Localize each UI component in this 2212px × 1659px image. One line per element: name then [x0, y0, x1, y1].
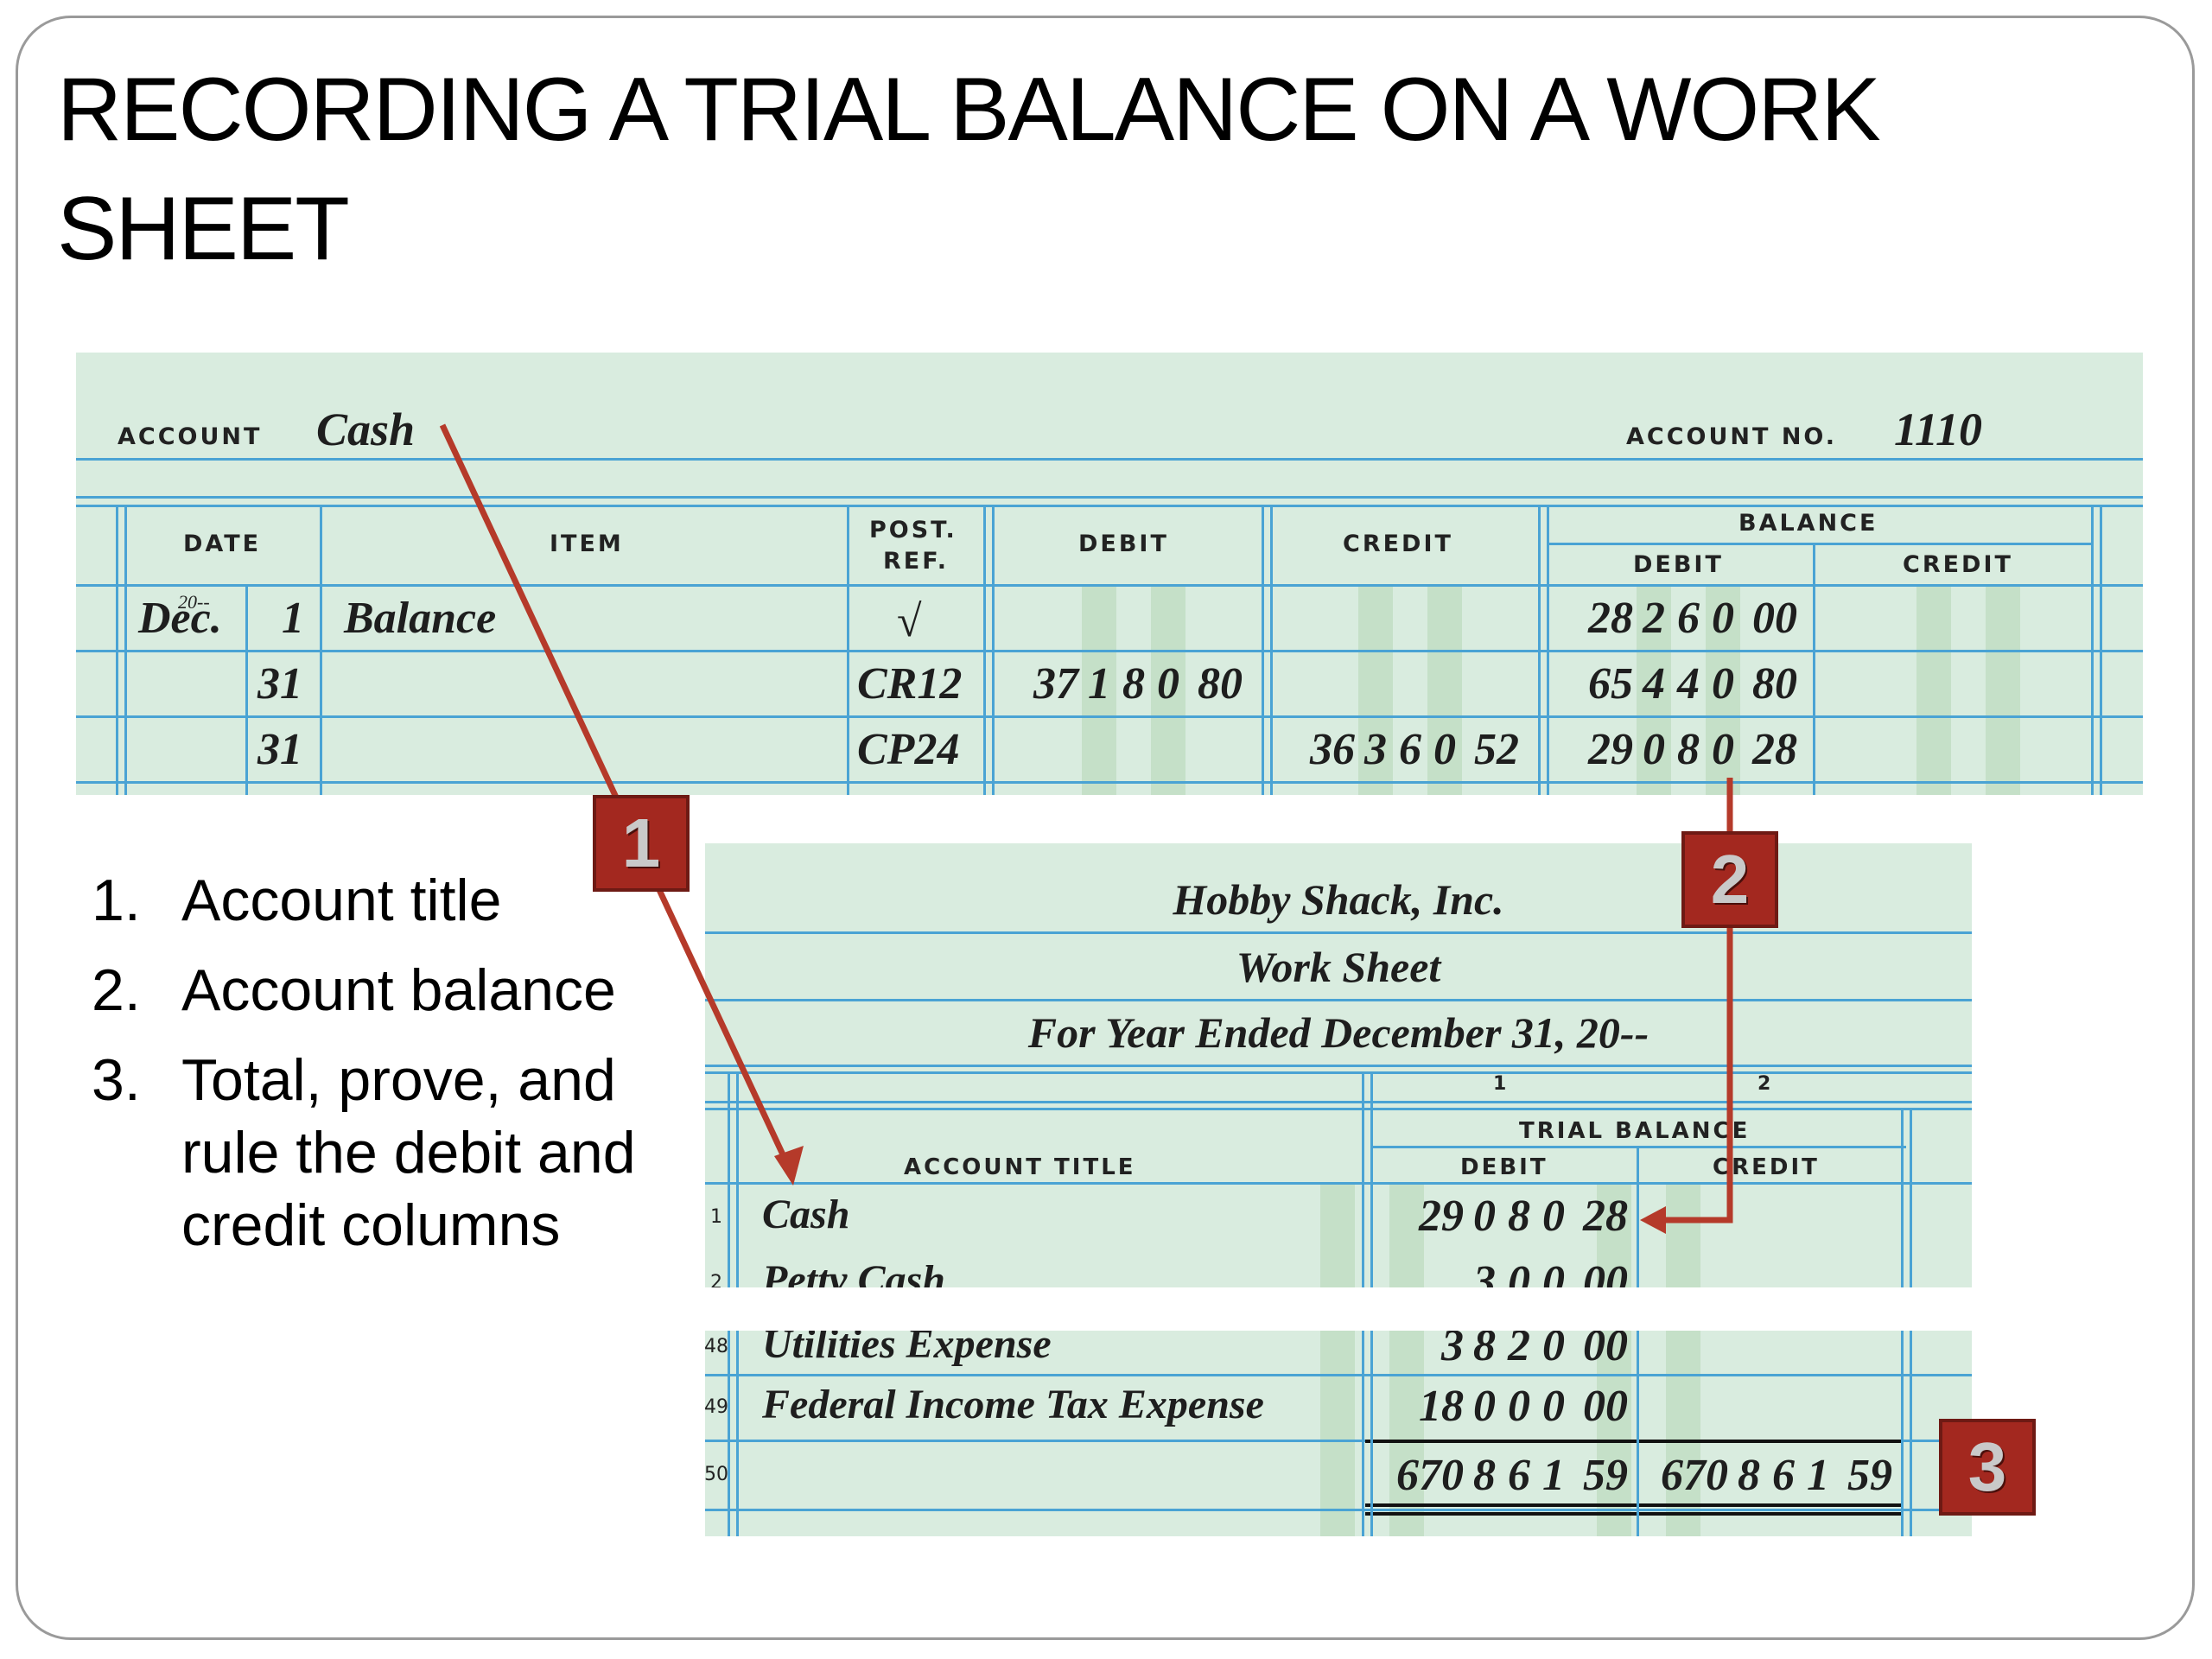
callout-badge-2: 2 — [1681, 831, 1778, 928]
step-item: 3.Total, prove, and rule the debit and c… — [92, 1047, 636, 1258]
ledger-row-1-balance-debit-digit: 6 — [1677, 594, 1700, 643]
trial-balance-credit-50-digit: 1 — [1807, 1451, 1829, 1500]
credit-header: CREDIT — [1343, 531, 1453, 557]
trial-balance-debit-48-digit: 2 — [1508, 1321, 1530, 1370]
row-1-month: Dec. — [138, 594, 222, 643]
trial-balance-debit-1-digit: 0 — [1473, 1192, 1496, 1241]
trial-balance-debit-1-digit: 8 — [1508, 1192, 1530, 1241]
ledger-row-3-credit-thousands: 36 — [1310, 725, 1355, 774]
trial-balance-header: TRIAL BALANCE — [1519, 1118, 1751, 1144]
line-number: 1 — [710, 1206, 722, 1228]
trial-balance-debit-50-cents: 59 — [1583, 1451, 1628, 1500]
post-ref-header: POST. — [869, 517, 957, 543]
trial-balance-credit-50-cents: 59 — [1847, 1451, 1892, 1500]
trial-balance-credit-50-digit: 8 — [1738, 1451, 1760, 1500]
post-ref-header-line2: REF. — [883, 548, 949, 575]
line-number: 50 — [705, 1464, 728, 1485]
trial-balance-credit-header: CREDIT — [1713, 1154, 1820, 1180]
row-1-day: 1 — [282, 594, 304, 643]
ledger-row-2-debit-thousands: 37 — [1033, 659, 1078, 709]
trial-balance-debit-48-thousands: 3 — [1441, 1321, 1464, 1370]
ledger-row-1-balance-debit-thousands: 28 — [1588, 594, 1633, 643]
trial-balance-debit-1-cents: 28 — [1583, 1192, 1628, 1241]
step-item: 2.Account balance — [92, 957, 616, 1023]
trial-balance-debit-50-digit: 1 — [1542, 1451, 1565, 1500]
ledger-row-2-debit-digit: 1 — [1088, 659, 1110, 709]
row-2-post-ref: CR12 — [857, 659, 963, 709]
item-header: ITEM — [550, 531, 624, 557]
account-number: 1110 — [1894, 404, 1983, 455]
worksheet-title: Work Sheet — [1236, 943, 1441, 991]
ledger-row-3-balance-debit-digit: 0 — [1643, 725, 1665, 774]
trial-balance-credit-50-thousands: 670 — [1661, 1451, 1728, 1500]
account-name: Cash — [316, 404, 416, 455]
trial-balance-debit-49-thousands: 18 — [1419, 1382, 1464, 1431]
line-number: 48 — [705, 1336, 728, 1357]
trial-balance-credit-50-digit: 6 — [1772, 1451, 1795, 1500]
row-1-item: Balance — [344, 594, 497, 643]
date-header: DATE — [183, 531, 262, 557]
ledger-row-2-balance-debit-thousands: 65 — [1588, 659, 1633, 709]
ledger-row-3-credit-digit: 3 — [1364, 725, 1387, 774]
row-account-title: Cash — [762, 1192, 850, 1237]
column-number-2: 2 — [1758, 1073, 1774, 1095]
trial-balance-debit-49-digit: 0 — [1508, 1382, 1530, 1431]
ledger-row-3-credit-cents: 52 — [1474, 725, 1519, 774]
trial-balance-debit-48-cents: 00 — [1583, 1321, 1628, 1370]
trial-balance-debit-header: DEBIT — [1460, 1154, 1548, 1180]
year-note: 20-- — [178, 591, 210, 613]
trial-balance-debit-1-thousands: 29 — [1419, 1192, 1464, 1241]
trial-balance-debit-50-digit: 8 — [1473, 1451, 1496, 1500]
work-sheet: Hobby Shack, Inc. Work Sheet For Year En… — [705, 843, 1972, 1536]
account-title-header: ACCOUNT TITLE — [904, 1154, 1136, 1180]
ledger-row-2-balance-debit-cents: 80 — [1752, 659, 1797, 709]
ledger-row-2-balance-debit-digit: 4 — [1677, 659, 1700, 709]
trial-balance-debit-48-digit: 8 — [1473, 1321, 1496, 1370]
row-account-title: Federal Income Tax Expense — [762, 1382, 1264, 1427]
ledger-row-2-debit-cents: 80 — [1198, 659, 1243, 709]
trial-balance-debit-48-digit: 0 — [1542, 1321, 1565, 1370]
debit-header: DEBIT — [1078, 531, 1169, 557]
ledger-row-2-balance-debit-digit: 4 — [1643, 659, 1665, 709]
ledger-row-2-debit-digit: 0 — [1157, 659, 1179, 709]
trial-balance-debit-1-digit: 0 — [1542, 1192, 1565, 1241]
callout-badge-3: 3 — [1939, 1419, 2036, 1516]
trial-balance-debit-49-digit: 0 — [1473, 1382, 1496, 1431]
trial-balance-debit-50-digit: 6 — [1508, 1451, 1530, 1500]
worksheet-period: For Year Ended December 31, 20-- — [1027, 1008, 1649, 1057]
ledger-row-1-balance-debit-cents: 00 — [1752, 594, 1797, 643]
ledger-row-2-balance-debit-digit: 0 — [1712, 659, 1734, 709]
account-label: ACCOUNT — [118, 423, 263, 450]
ledger-row-3-credit-digit: 6 — [1399, 725, 1421, 774]
ledger-row-3-credit-digit: 0 — [1433, 725, 1456, 774]
row-2-day: 31 — [257, 659, 302, 709]
steps-list: 1.Account title 2.Account balance 3.Tota… — [92, 864, 714, 1279]
ledger-row-3-balance-debit-digit: 0 — [1712, 725, 1734, 774]
trial-balance-debit-50-thousands: 670 — [1396, 1451, 1464, 1500]
account-no-label: ACCOUNT NO. — [1626, 423, 1838, 450]
balance-debit-header: DEBIT — [1633, 551, 1724, 578]
balance-header: BALANCE — [1738, 510, 1878, 537]
balance-credit-header: CREDIT — [1903, 551, 2013, 578]
slide-title: RECORDING A TRIAL BALANCE ON A WORK SHEE… — [57, 60, 1881, 279]
ledger-row-3-balance-debit-thousands: 29 — [1588, 725, 1633, 774]
line-number: 49 — [705, 1396, 728, 1418]
column-number-1: 1 — [1493, 1073, 1510, 1095]
ledger-row-1-balance-debit-digit: 2 — [1643, 594, 1665, 643]
row-3-post-ref: CP24 — [857, 725, 960, 774]
row-1-post-ref: √ — [897, 597, 922, 646]
trial-balance-debit-49-cents: 00 — [1583, 1382, 1628, 1431]
ledger-row-2-debit-digit: 8 — [1122, 659, 1145, 709]
worksheet-company: Hobby Shack, Inc. — [1173, 875, 1504, 924]
trial-balance-debit-49-digit: 0 — [1542, 1382, 1565, 1431]
ledger-row-1-balance-debit-digit: 0 — [1712, 594, 1734, 643]
excerpt-gap — [705, 1287, 1972, 1331]
callout-badge-1: 1 — [593, 795, 690, 892]
cash-account-ledger: ACCOUNT Cash ACCOUNT NO. 1110 DATE ITEM … — [76, 353, 2143, 795]
ledger-row-3-balance-debit-digit: 8 — [1677, 725, 1700, 774]
row-3-day: 31 — [257, 725, 302, 774]
ledger-row-3-balance-debit-cents: 28 — [1752, 725, 1797, 774]
